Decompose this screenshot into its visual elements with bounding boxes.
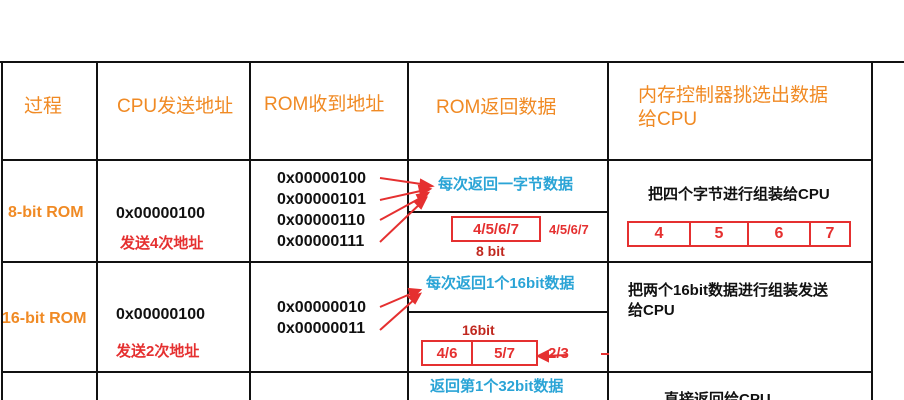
direct-note-32bit: 直接返回给CPU	[664, 391, 771, 400]
cpu-address-8bit: 0x00000100	[116, 205, 205, 222]
rom-address-8bit-2: 0x00000101	[277, 191, 366, 208]
word-cell-4-6: 4/6	[423, 342, 473, 364]
byte-cell-5: 5	[691, 223, 749, 245]
byte-cell-4: 4	[629, 223, 691, 245]
rom-address-16bit-2: 0x00000011	[277, 320, 366, 337]
row-label-8bit: 8-bit ROM	[8, 204, 84, 221]
buffer-value-8bit: 4/5/6/7	[473, 220, 519, 238]
bus-width-8bit: 8 bit	[476, 243, 505, 259]
header-cpu-send: CPU发送地址	[117, 96, 234, 117]
byte-box-row: 4 5 6 7	[627, 221, 851, 247]
return-note-32bit: 返回第1个32bit数据	[430, 378, 564, 395]
word-box-16bit: 4/6 5/7	[421, 340, 538, 366]
rom-address-8bit-1: 0x00000100	[277, 170, 366, 187]
assemble-note-16bit-line1: 把两个16bit数据进行组装发送	[628, 282, 829, 299]
word-cell-5-7: 5/7	[494, 344, 515, 362]
rom-address-8bit-4: 0x00000111	[277, 233, 365, 250]
return-note-8bit: 每次返回一字节数据	[438, 176, 574, 193]
header-rom-return: ROM返回数据	[436, 97, 557, 118]
cpu-address-16bit: 0x00000100	[116, 306, 205, 323]
byte-cell-6: 6	[749, 223, 811, 245]
assemble-note-16bit-line2: 给CPU	[628, 302, 675, 319]
header-mem-controller-line2: 给CPU	[638, 109, 698, 130]
header-mem-controller-line1: 内存控制器挑选出数据	[638, 85, 829, 106]
cpu-note-8bit: 发送4次地址	[120, 235, 204, 252]
buffer-box-8bit: 4/5/6/7	[451, 216, 541, 242]
cpu-note-16bit: 发送2次地址	[116, 343, 200, 360]
row-label-16bit: 16-bit ROM	[2, 310, 87, 327]
rom-address-16bit-1: 0x00000010	[277, 299, 366, 316]
buffer-side-8bit: 4/5/6/7	[549, 222, 589, 237]
byte-cell-7: 7	[825, 225, 835, 242]
assemble-note-8bit: 把四个字节进行组装给CPU	[648, 186, 830, 203]
side-note-16bit: 2/3	[548, 345, 569, 362]
bus-width-16bit: 16bit	[462, 322, 495, 338]
header-rom-receive: ROM收到地址	[264, 94, 385, 115]
return-note-16bit: 每次返回1个16bit数据	[426, 275, 575, 292]
header-process: 过程	[24, 96, 63, 117]
rom-address-8bit-3: 0x00000110	[277, 212, 366, 229]
